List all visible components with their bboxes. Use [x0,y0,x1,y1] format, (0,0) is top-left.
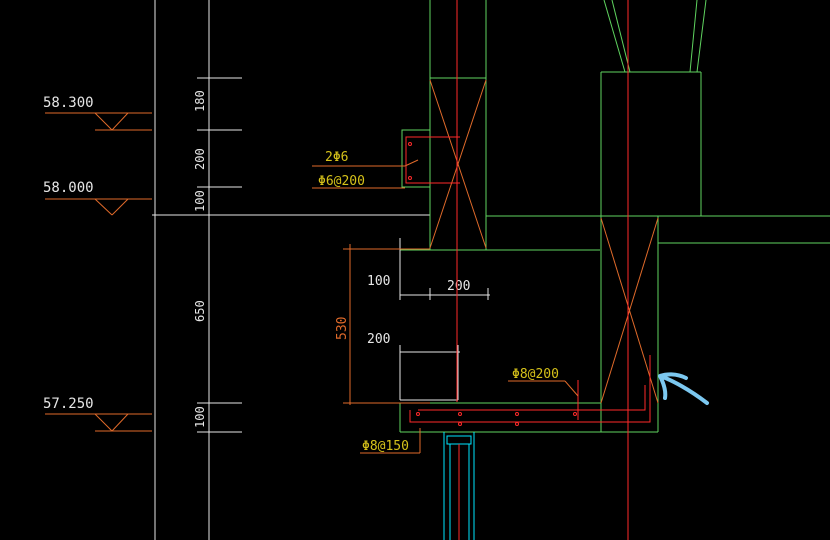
rebar-labels: 2Φ6 Φ6@200 Φ8@200 Φ8@150 [318,150,559,454]
window-frame [443,432,475,540]
rebar-label: Φ6@200 [318,174,365,189]
dimension-label: 100 [193,190,207,212]
dimension-label: 180 [193,90,207,112]
arrow-marker-icon [658,372,709,405]
dimension-530 [343,244,430,405]
dimension-label: 200 [367,332,390,347]
section-dimension-labels: 100 200 200 [367,274,470,347]
dimension-label: 100 [193,406,207,428]
grid-lines [152,0,430,540]
elevation-marker: 58.000 [43,180,152,216]
concrete-outline [399,0,830,433]
elevation-marker: 58.300 [43,95,152,131]
vertical-dimensions: 180 200 100 650 100 [193,90,207,428]
dimension-label: 200 [193,148,207,170]
rebar-label: Φ8@200 [512,367,559,382]
section-dimension-lines [399,238,490,401]
rebar-label: Φ8@150 [362,439,409,454]
dimension-label: 200 [447,279,470,294]
rebar-dots [408,142,577,426]
elevation-label: 58.300 [43,95,94,111]
rebar-label: 2Φ6 [325,150,348,165]
dimension-label: 650 [193,300,207,322]
elevation-label: 58.000 [43,180,94,196]
elevation-marker: 57.250 [43,396,152,432]
elevation-label: 57.250 [43,396,94,412]
column-cross [429,79,659,404]
reinforcement [405,0,651,540]
dimension-label: 100 [367,274,390,289]
dimension-label: 530 [335,317,350,340]
leader-lines [312,159,579,454]
